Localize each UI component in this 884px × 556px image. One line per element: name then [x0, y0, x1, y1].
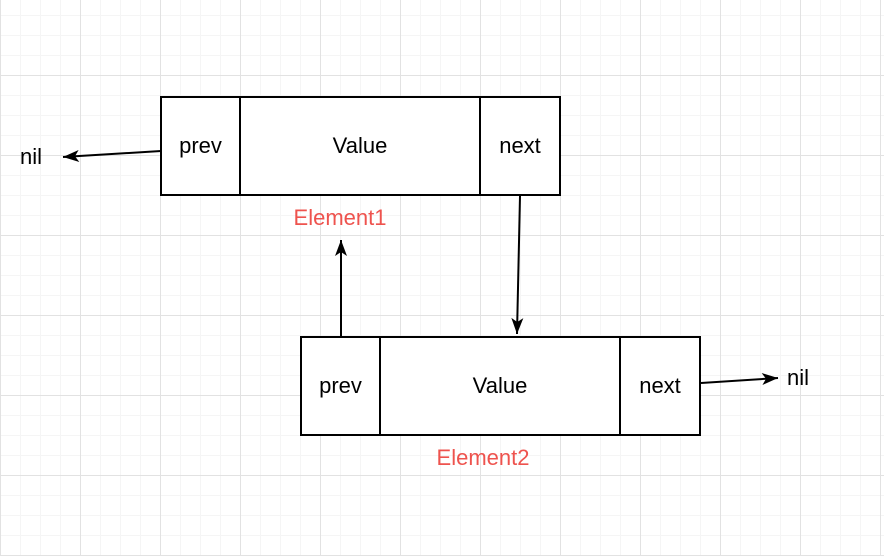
arrow-element2-next-to-nil: [700, 373, 779, 386]
element1-value-cell: Value: [239, 98, 481, 194]
nil-left-text: nil: [20, 144, 43, 169]
nil-right-text: nil: [787, 365, 810, 390]
element2-next-cell: next: [621, 338, 699, 434]
element1-title: Element1: [293, 205, 387, 230]
arrow-element1-next-to-element2: [511, 195, 524, 335]
element1-next-label: next: [499, 133, 541, 158]
element2-value-label: Value: [472, 373, 528, 398]
element2-next-label: next: [639, 373, 681, 398]
element1-next-cell: next: [481, 98, 559, 194]
node-element1: prev Value next: [160, 96, 561, 196]
element2-value-cell: Value: [379, 338, 621, 434]
element1-prev-cell: prev: [162, 98, 239, 194]
arrow-element1-prev-to-nil: [62, 150, 162, 163]
element2-title: Element2: [436, 445, 530, 470]
element1-value-label: Value: [332, 133, 388, 158]
node-element2: prev Value next: [300, 336, 701, 436]
element2-prev-cell: prev: [302, 338, 379, 434]
element2-prev-label: prev: [319, 373, 362, 398]
element1-prev-label: prev: [179, 133, 222, 158]
